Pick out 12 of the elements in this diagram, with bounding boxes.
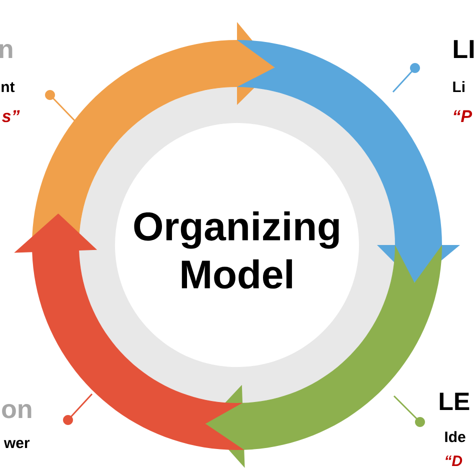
cut-off-text: LI: [454, 40, 474, 58]
center-title: Organizing Model: [134, 211, 339, 289]
cut-off-text: wer: [4, 440, 30, 448]
cut-off-text: nt: [2, 82, 15, 92]
cut-off-text: Li: [453, 81, 464, 92]
cut-off-text: LE: [440, 392, 470, 410]
cut-off-text: on: [2, 404, 32, 418]
cut-off-text: “D: [446, 456, 462, 466]
cut-off-text: Ide: [445, 431, 466, 442]
cut-off-text: s”: [2, 110, 20, 122]
cut-off-text: n: [0, 44, 12, 58]
cut-off-text: “P: [454, 110, 472, 122]
